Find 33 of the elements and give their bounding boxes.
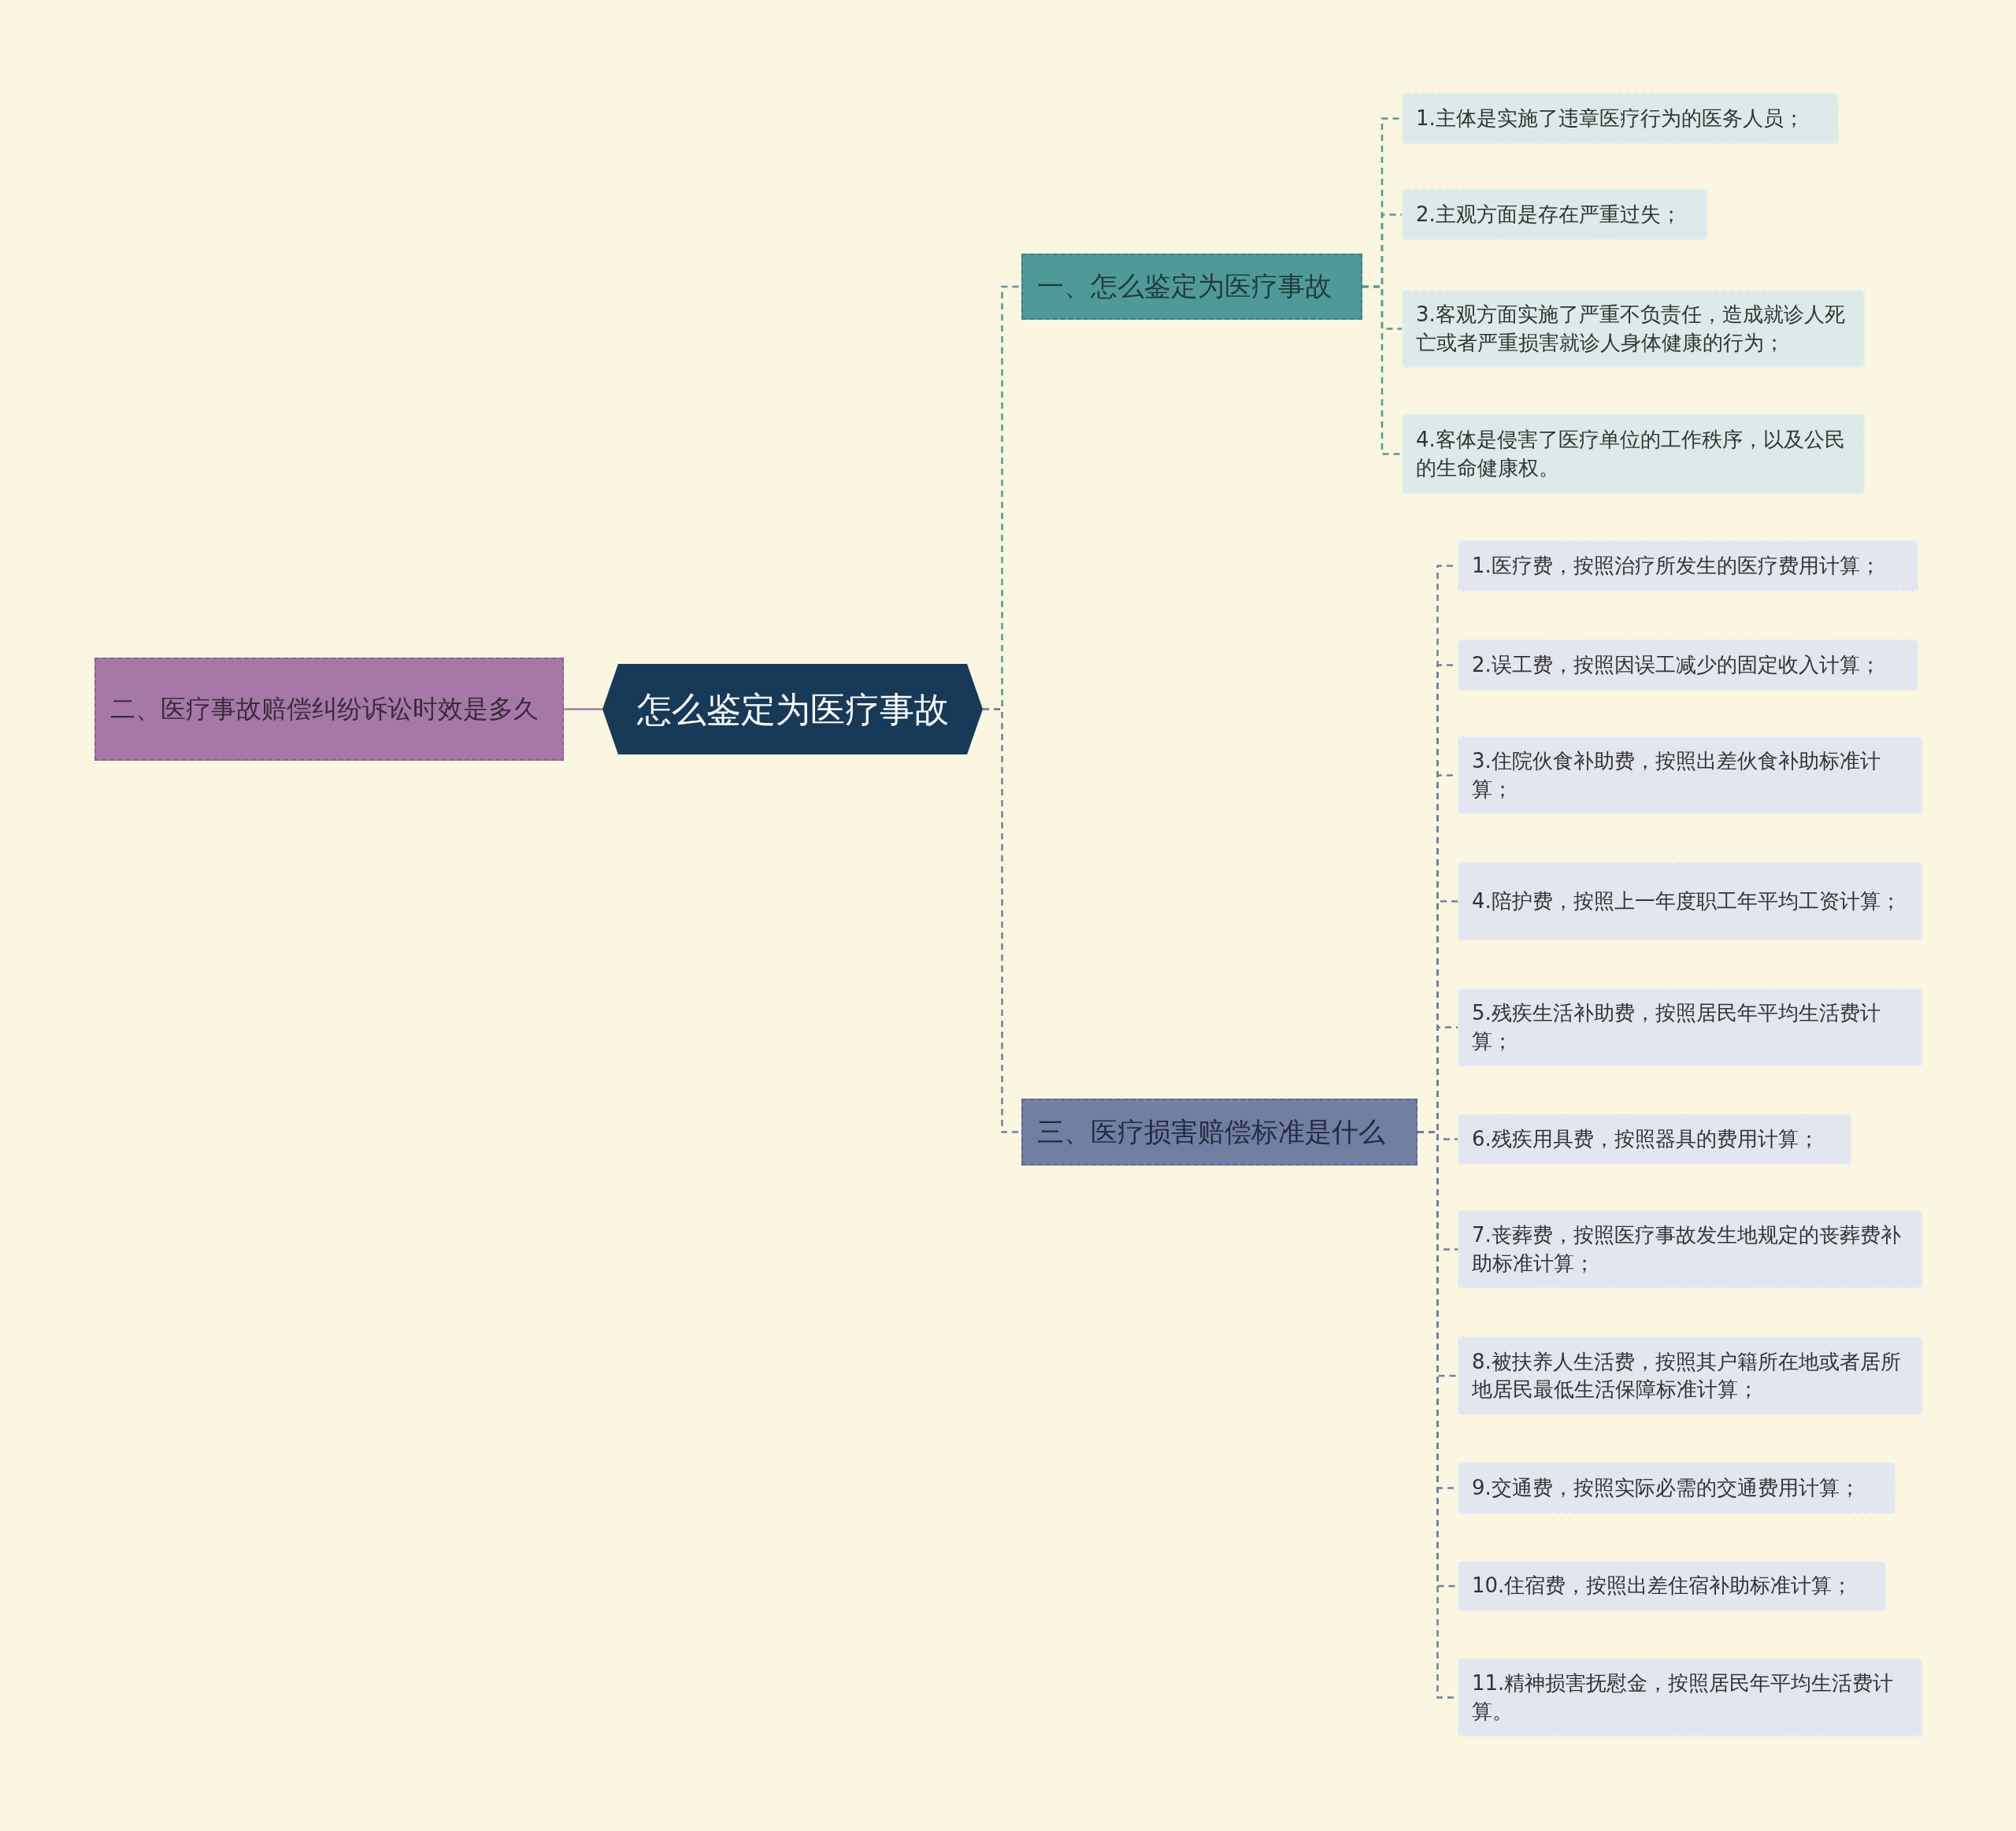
topic-text: 4.客体是侵害了医疗单位的工作秩序，以及公民的生命健康权。 <box>1416 427 1846 481</box>
root-topic-hexagon <box>602 664 983 754</box>
topic-text: 一、怎么鉴定为医疗事故 <box>1037 269 1332 304</box>
topic-text: 2.主观方面是存在严重过失； <box>1416 201 1681 228</box>
topic-box <box>1021 254 1362 320</box>
subtopic-box <box>1402 189 1707 240</box>
topic-text: 三、医疗损害赔偿标准是什么 <box>1037 1114 1385 1149</box>
subtopic-box <box>1458 1114 1851 1165</box>
topic-text: 3.客观方面实施了严重不负责任，造成就诊人死亡或者严重损害就诊人身体健康的行为； <box>1416 302 1846 356</box>
topic-text: 4.陪护费，按照上一年度职工年平均工资计算； <box>1472 888 1901 914</box>
connector-line <box>564 708 602 710</box>
topic-text: 9.交通费，按照实际必需的交通费用计算； <box>1472 1474 1860 1501</box>
topic-text: 5.残疾生活补助费，按照居民年平均生活费计算； <box>1472 1000 1881 1054</box>
topic-box <box>94 658 564 761</box>
subtopic-box <box>1458 1210 1922 1288</box>
subtopic-box <box>1402 290 1865 368</box>
topic-text: 1.医疗费，按照治疗所发生的医疗费用计算； <box>1472 552 1881 579</box>
topic-text: 11.精神损害抚慰金，按照居民年平均生活费计算。 <box>1472 1670 1895 1725</box>
connector-line <box>1362 285 1402 455</box>
subtopic-box <box>1402 414 1865 494</box>
topic-text: 怎么鉴定为医疗事故 <box>636 688 949 731</box>
topic-text: 8.被扶养人生活费，按照其户籍所在地或者居所地居民最低生活保障标准计算； <box>1472 1348 1902 1403</box>
topic-text: 3.住院伙食补助费，按照出差伙食补助标准计算； <box>1472 748 1881 802</box>
topic-text: 1.主体是实施了违章医疗行为的医务人员； <box>1416 105 1804 132</box>
topic-text: 10.住宿费，按照出差住宿补助标准计算； <box>1472 1573 1853 1599</box>
subtopic-box <box>1458 862 1922 940</box>
topic-text: 6.残疾用具费，按照器具的费用计算； <box>1472 1125 1819 1152</box>
topic-text: 7.丧葬费，按照医疗事故发生地规定的丧葬费补助标准计算； <box>1472 1222 1902 1277</box>
topic-text: 二、医疗事故赔偿纠纷诉讼时效是多久 <box>110 692 539 725</box>
subtopic-box <box>1458 988 1922 1066</box>
topic-box <box>1021 1099 1418 1166</box>
topic-text: 2.误工费，按照因误工减少的固定收入计算； <box>1472 651 1881 678</box>
subtopic-box <box>1402 93 1839 144</box>
